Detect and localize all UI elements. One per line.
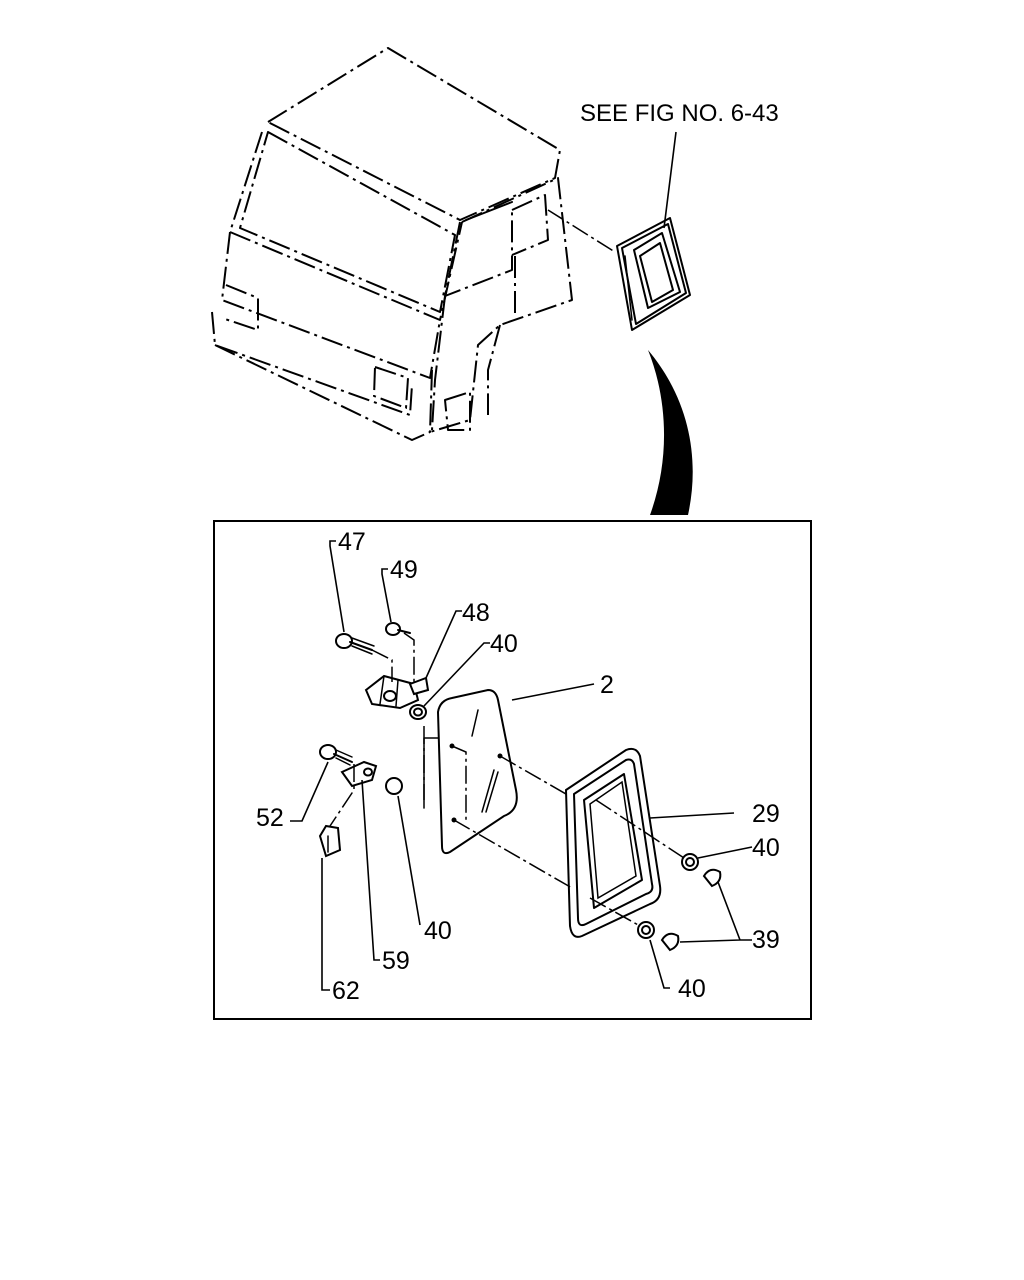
bolt-52 [319, 744, 353, 766]
callout-39: 39 [752, 926, 780, 954]
glass-2 [423, 688, 518, 855]
zoom-arrow [648, 350, 693, 515]
clip-39-lower [660, 932, 680, 952]
callout-2: 2 [600, 671, 614, 699]
clip-39-upper [702, 868, 722, 888]
callout-48: 48 [462, 599, 490, 627]
callout-40-right: 40 [752, 834, 780, 862]
bracket-59 [340, 760, 378, 788]
nut-40-top [409, 704, 427, 720]
callout-62: 62 [332, 977, 360, 1005]
callout-47: 47 [338, 528, 366, 556]
weatherstrip-29 [564, 747, 662, 938]
callout-52: 52 [256, 804, 284, 832]
callout-29: 29 [752, 800, 780, 828]
hinge-bracket-48 [364, 674, 430, 710]
callout-40-bottom: 40 [678, 975, 706, 1003]
truck-cab-outline [211, 47, 616, 441]
callout-59: 59 [382, 947, 410, 975]
callout-labels: 47 49 48 40 2 29 40 39 52 40 59 62 40 [256, 528, 780, 1005]
screw-49 [385, 622, 411, 636]
nut-40-bottom [637, 921, 655, 939]
callout-40-top: 40 [490, 630, 518, 658]
detail-frame [213, 520, 812, 1020]
callout-40-left: 40 [424, 917, 452, 945]
nut-40-left [385, 777, 403, 795]
bolt-47 [335, 633, 375, 655]
exploded-parts [318, 622, 722, 952]
rear-window-overview [616, 217, 691, 331]
callout-49: 49 [390, 556, 418, 584]
clip-62 [318, 824, 342, 858]
leader-lines [290, 540, 753, 991]
see-figure-reference: SEE FIG NO. 6-43 [580, 100, 779, 127]
nut-40-right [681, 853, 699, 871]
